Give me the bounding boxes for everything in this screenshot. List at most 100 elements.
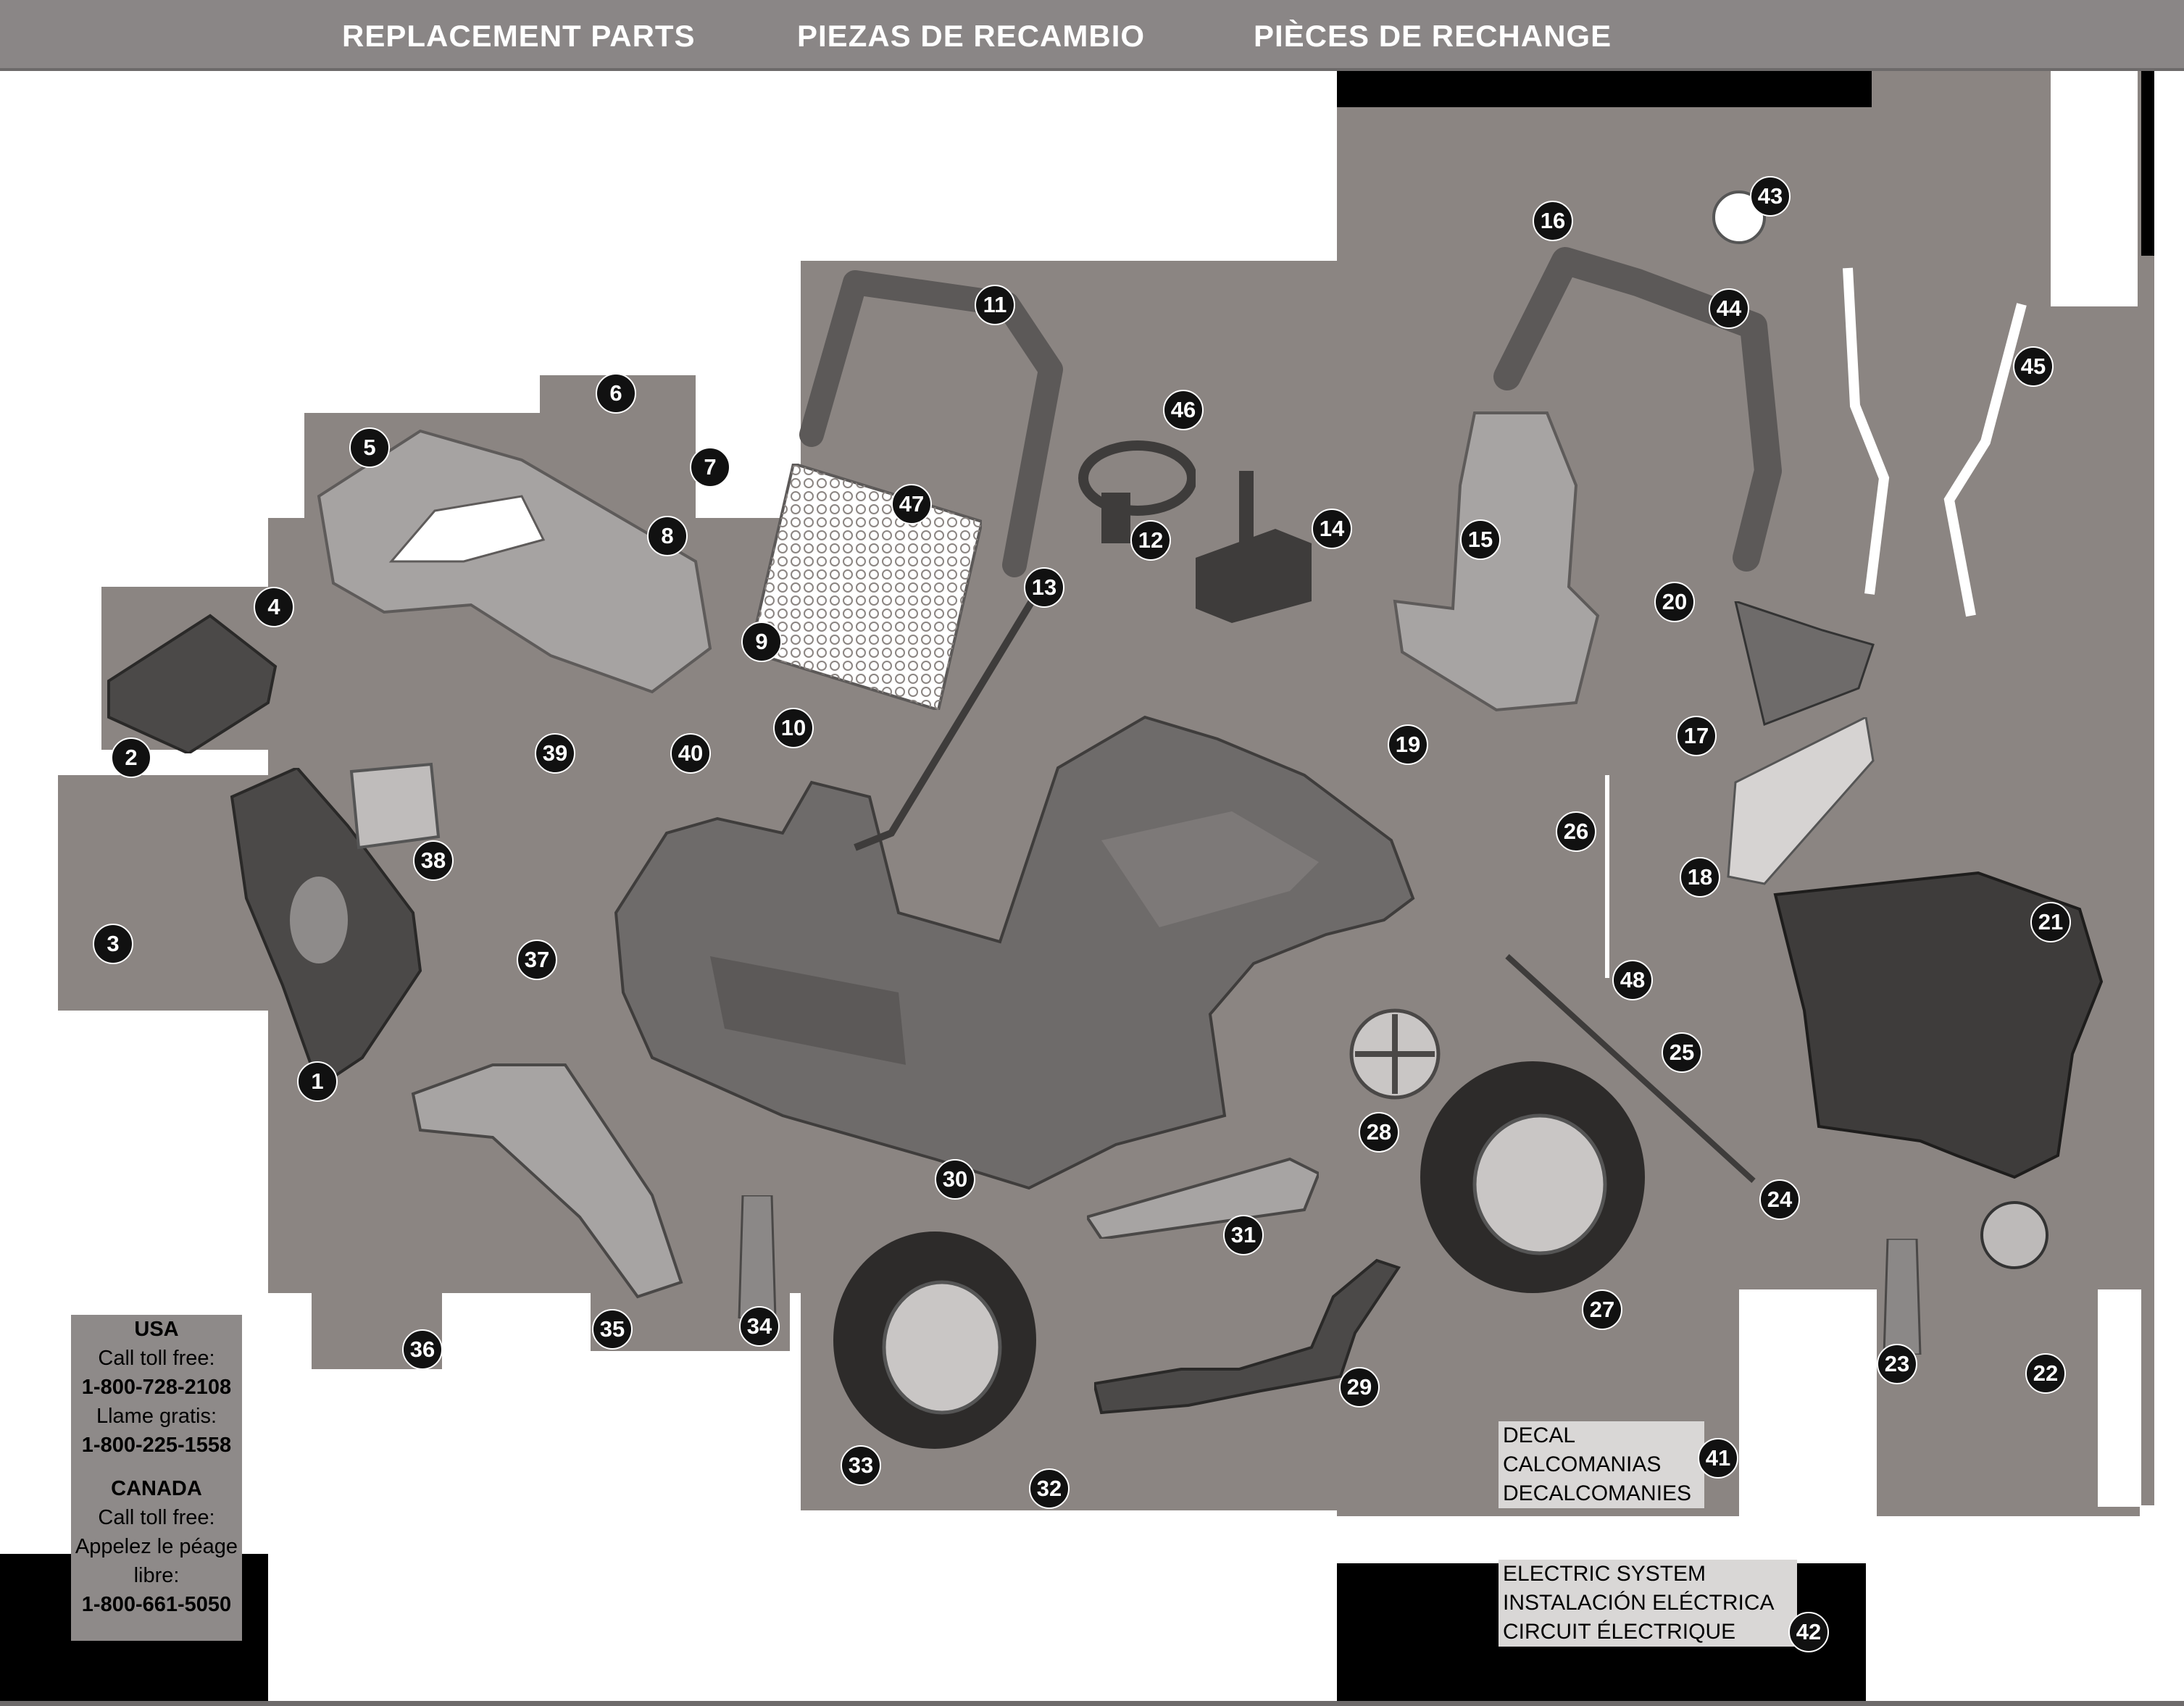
shock-spring-illustration [738,1195,777,1318]
callout-7: 7 [690,447,730,488]
callout-46: 46 [1163,390,1204,430]
black-block [2141,71,2154,256]
bg-cutout [2098,1289,2141,1507]
callout-5: 5 [349,427,390,468]
callout-47: 47 [891,484,932,524]
callout-44: 44 [1709,288,1749,329]
callout-28: 28 [1359,1112,1399,1153]
callout-25: 25 [1662,1032,1702,1073]
front-wheel-illustration [833,1232,1036,1449]
callout-22: 22 [2025,1353,2066,1394]
footer-line [0,1701,2184,1706]
bg-cutout [1739,1289,1877,1521]
callout-27: 27 [1582,1289,1622,1330]
callout-17: 17 [1676,716,1717,756]
steering-wheel-illustration [1078,440,1196,543]
callout-24: 24 [1759,1179,1800,1220]
decal-line-2: CALCOMANIAS [1503,1452,1662,1476]
rear-mesh-illustration [1734,601,1875,727]
callout-16: 16 [1533,201,1573,241]
callout-20: 20 [1654,582,1695,622]
hubcap-illustration [1349,1008,1441,1100]
usa-phone-1: 1-800-728-2108 [81,1376,232,1399]
callout-34: 34 [739,1306,780,1347]
canada-phone: 1-800-661-5050 [81,1593,232,1616]
canada-appelez-label: Appelez le péage [75,1535,238,1558]
header-title-en: REPLACEMENT PARTS [342,19,696,53]
callout-11: 11 [975,285,1015,325]
divider-line [1605,775,1609,978]
vehicle-body-illustration [614,715,1415,1190]
callout-38: 38 [413,840,454,881]
callout-2: 2 [111,737,151,778]
callout-23: 23 [1877,1344,1917,1384]
axle-rod-illustration [1505,954,1756,1183]
rollbar-rear-illustration [1493,247,1782,572]
bg-cutout [2051,71,2138,306]
electric-line-2: INSTALACIÓN ELÉCTRICA [1503,1591,1775,1615]
callout-33: 33 [841,1445,881,1486]
callout-37: 37 [517,940,557,980]
steering-rod-illustration [854,592,1040,851]
rear-wheel-illustration [1420,1061,1645,1293]
shock-spring-illustration [1883,1239,1922,1355]
front-bumper-illustration [230,768,422,1090]
page-header: REPLACEMENT PARTS PIEZAS DE RECAMBIO PIÈ… [0,0,2184,71]
callout-18: 18 [1680,857,1720,898]
header-title-es: PIEZAS DE RECAMBIO [797,19,1146,53]
callout-14: 14 [1312,509,1352,549]
usa-call-label: Call toll free: [98,1347,215,1370]
callout-29: 29 [1339,1367,1380,1408]
dashboard-console-illustration [107,614,278,753]
usa-phone-2: 1-800-225-1558 [81,1434,232,1457]
callout-32: 32 [1029,1468,1070,1509]
callout-12: 12 [1130,520,1171,561]
callout-4: 4 [254,587,294,627]
side-step-illustration [1087,1157,1319,1239]
callout-1: 1 [297,1061,338,1102]
callout-41: 41 [1698,1438,1738,1479]
canada-call-label: Call toll free: [98,1506,215,1529]
callout-15: 15 [1460,519,1501,560]
usa-llame-label: Llame gratis: [96,1405,217,1428]
callout-39: 39 [535,733,575,774]
callout-43: 43 [1750,176,1791,217]
header-title-fr: PIÈCES DE RECHANGE [1254,19,1612,53]
shifter-illustration [1196,471,1312,623]
callout-6: 6 [596,373,636,414]
seat-belt-illustration [1843,267,2027,617]
electric-line-1: ELECTRIC SYSTEM [1503,1562,1706,1586]
callout-35: 35 [592,1309,633,1350]
callout-48: 48 [1612,960,1653,1000]
canada-libre-label: libre: [133,1564,180,1587]
rear-panel-illustration [1727,717,1875,885]
bg-panel [2140,71,2154,1505]
battery-illustration [349,762,441,850]
motor-gearbox-illustration [411,1063,683,1299]
black-block [1337,71,1872,107]
callout-36: 36 [402,1329,443,1370]
callout-8: 8 [647,516,688,556]
callout-10: 10 [773,708,814,748]
callout-45: 45 [2013,346,2054,387]
callout-3: 3 [93,924,133,964]
callout-9: 9 [741,622,782,662]
rear-frame-illustration [1773,871,2104,1269]
electric-line-3: CIRCUIT ÉLECTRIQUE [1503,1620,1736,1644]
usa-heading: USA [134,1318,179,1341]
callout-42: 42 [1788,1612,1829,1652]
callout-21: 21 [2030,902,2071,942]
canada-heading: CANADA [111,1477,202,1500]
electric-system-label: ELECTRIC SYSTEM INSTALACIÓN ELÉCTRICA CI… [1499,1560,1797,1647]
grille-illustration [750,464,982,710]
bg-panel [1735,1289,1739,1293]
rear-frame-rail-illustration [1094,1258,1401,1415]
decal-label: DECAL CALCOMANIAS DECALCOMANIES [1499,1421,1704,1508]
decal-line-3: DECALCOMANIES [1503,1481,1692,1505]
callout-40: 40 [670,733,711,774]
decal-line-1: DECAL [1503,1423,1576,1447]
callout-26: 26 [1556,811,1596,852]
front-hood-illustration [317,429,712,694]
seat-illustration [1393,411,1600,712]
callout-19: 19 [1388,724,1428,765]
